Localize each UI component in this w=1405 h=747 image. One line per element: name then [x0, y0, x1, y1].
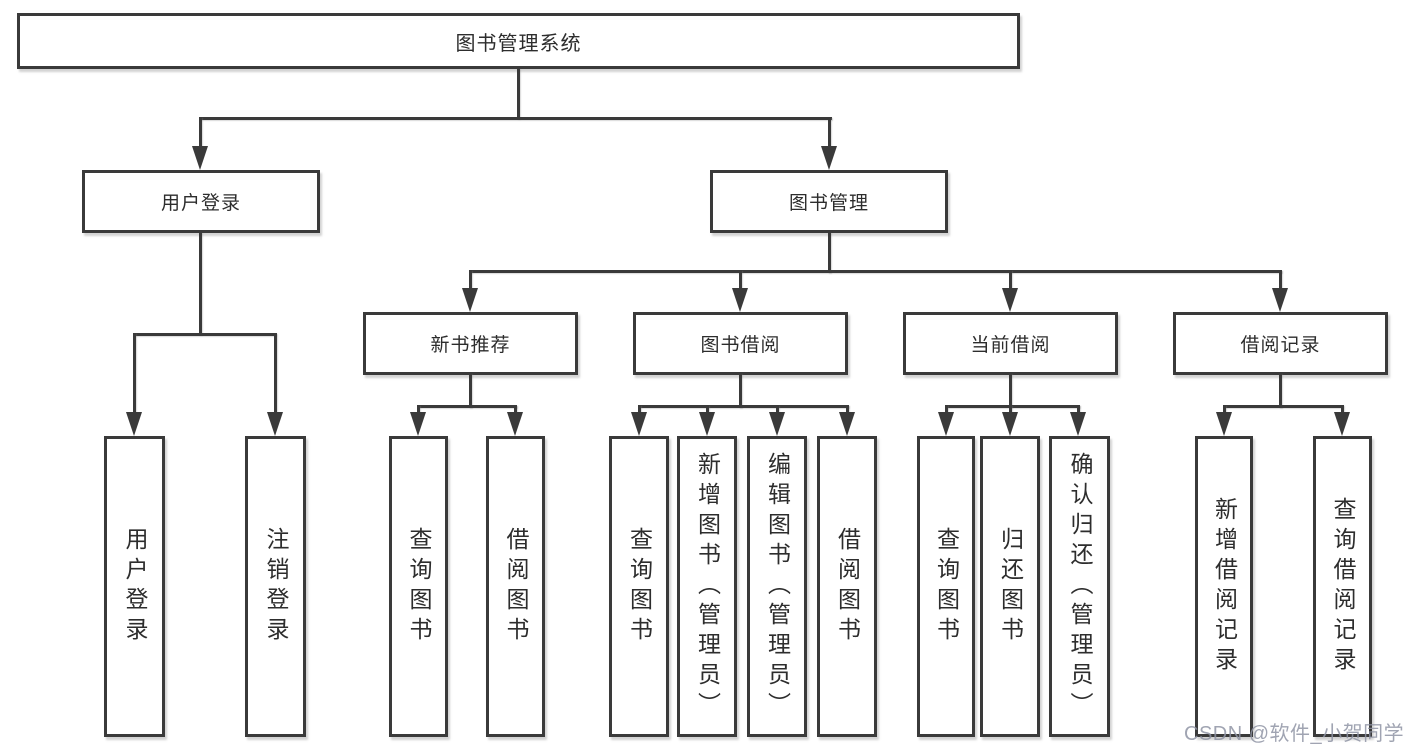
arrow-down-icon [769, 412, 785, 436]
node-label: 新增图书（管理员） [694, 451, 721, 722]
node-label: 用户登录 [122, 526, 148, 647]
connector-line [945, 405, 1080, 408]
node-label: 注销登录 [263, 526, 289, 647]
node-label: 用户登录 [160, 193, 241, 214]
connector-line [638, 405, 849, 408]
node-label: 当前借阅 [970, 335, 1051, 356]
arrow-down-icon [1334, 412, 1350, 436]
node-label: 新增借阅记录 [1211, 496, 1238, 677]
connector-line [1341, 405, 1344, 417]
node-label: 借阅图书 [503, 526, 529, 647]
node-label: 新书推荐 [430, 335, 511, 356]
arrow-down-icon [410, 412, 426, 436]
connector-line [776, 405, 779, 417]
leaf-recommend-query-books: 查询图书 [389, 436, 448, 737]
node-label: 查询图书 [626, 526, 653, 647]
node-book-borrow: 图书借阅 [633, 312, 848, 375]
connector-line [199, 117, 832, 120]
arrow-down-icon [1272, 288, 1288, 312]
leaf-current-query-books: 查询图书 [917, 436, 975, 737]
connector-line [517, 68, 520, 119]
arrow-down-icon [732, 288, 748, 312]
arrow-down-icon [1002, 288, 1018, 312]
node-label: 编辑图书（管理员） [764, 451, 791, 722]
leaf-borrow-query-books: 查询图书 [609, 436, 669, 737]
connector-line [274, 333, 277, 416]
arrow-down-icon [462, 288, 478, 312]
node-label: 确认归还（管理员） [1067, 451, 1093, 722]
connector-line [1223, 405, 1226, 417]
arrow-down-icon [507, 412, 523, 436]
connector-line [1009, 373, 1012, 408]
arrow-down-icon [267, 412, 283, 436]
csdn-watermark: CSDN @软件_小贺同学 [1184, 723, 1405, 745]
node-current-borrow: 当前借阅 [903, 312, 1118, 375]
connector-line [846, 405, 849, 417]
connector-line [739, 270, 742, 292]
arrow-down-icon [1070, 412, 1086, 436]
connector-line [1279, 373, 1282, 408]
connector-line [417, 405, 517, 408]
connector-line [739, 373, 742, 408]
connector-line [828, 117, 831, 150]
node-user-login: 用户登录 [82, 170, 320, 233]
node-label: 归还图书 [997, 526, 1024, 647]
node-label: 查询图书 [406, 526, 432, 647]
node-label: 图书管理 [788, 193, 869, 214]
connector-line [828, 232, 831, 273]
node-label: 图书管理系统 [455, 32, 582, 55]
connector-line [469, 373, 472, 408]
connector-line [417, 405, 420, 417]
arrow-down-icon [631, 412, 647, 436]
arrow-down-icon [126, 412, 142, 436]
leaf-add-borrow-record: 新增借阅记录 [1195, 436, 1253, 737]
leaf-edit-books-admin: 编辑图书（管理员） [747, 436, 807, 737]
arrow-down-icon [699, 412, 715, 436]
leaf-query-borrow-record: 查询借阅记录 [1313, 436, 1372, 737]
node-root-library-system: 图书管理系统 [17, 13, 1020, 69]
node-label: 图书借阅 [700, 335, 781, 356]
connector-line [1223, 405, 1343, 408]
leaf-return-books: 归还图书 [980, 436, 1040, 737]
leaf-user-login: 用户登录 [104, 436, 165, 737]
connector-line [1009, 405, 1012, 417]
arrow-down-icon [839, 412, 855, 436]
connector-line [1077, 405, 1080, 417]
arrow-down-icon [938, 412, 954, 436]
leaf-add-books-admin: 新增图书（管理员） [677, 436, 737, 737]
connector-line [638, 405, 641, 417]
node-new-book-recommend: 新书推荐 [363, 312, 578, 375]
leaf-borrow-books: 借阅图书 [817, 436, 877, 737]
arrow-down-icon [192, 146, 208, 170]
connector-line [706, 405, 709, 417]
arrow-down-icon [821, 146, 837, 170]
connector-line [1009, 270, 1012, 292]
node-label: 借阅记录 [1240, 335, 1321, 356]
node-borrow-records: 借阅记录 [1173, 312, 1388, 375]
connector-line [514, 405, 517, 417]
leaf-recommend-borrow-books: 借阅图书 [486, 436, 545, 737]
connector-line [199, 232, 202, 335]
connector-line [469, 270, 1282, 273]
leaf-logout-login: 注销登录 [245, 436, 306, 737]
connector-line [469, 270, 472, 292]
arrow-down-icon [1002, 412, 1018, 436]
connector-line [133, 333, 136, 416]
leaf-confirm-return-admin: 确认归还（管理员） [1049, 436, 1110, 737]
connector-line [133, 333, 276, 336]
node-label: 借阅图书 [834, 526, 861, 647]
node-book-management: 图书管理 [710, 170, 948, 233]
node-label: 查询图书 [933, 526, 960, 647]
connector-line [1279, 270, 1282, 292]
connector-line [199, 117, 202, 150]
arrow-down-icon [1216, 412, 1232, 436]
connector-line [945, 405, 948, 417]
node-label: 查询借阅记录 [1330, 496, 1356, 677]
